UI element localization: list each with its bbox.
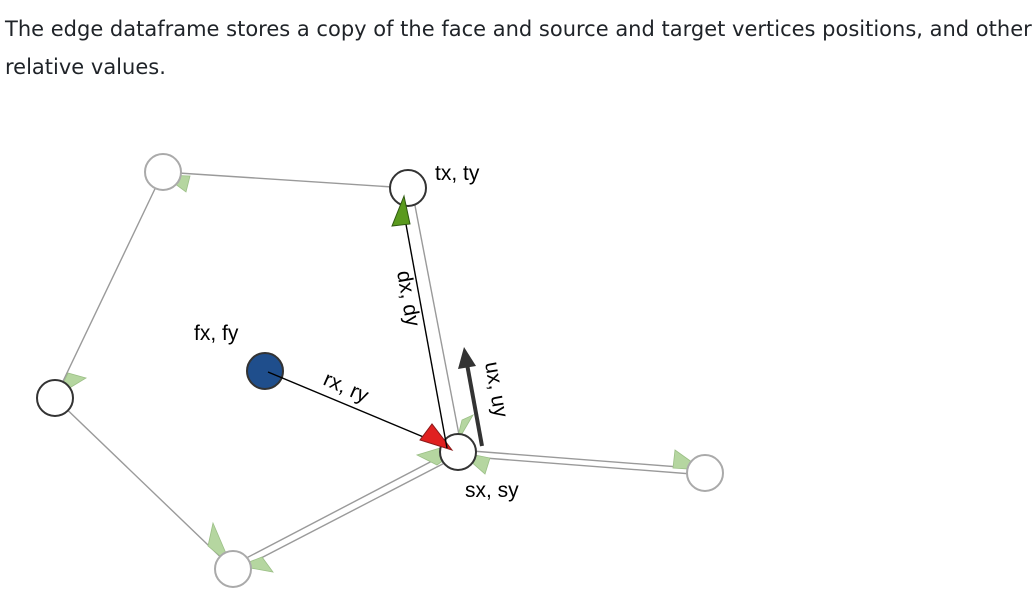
faded-arrowheads xyxy=(57,174,705,573)
vertex-right xyxy=(686,454,724,492)
label-target: tx, ty xyxy=(435,162,480,185)
label-edge-vector: dx, dy xyxy=(392,269,424,329)
edge-vector-arrowhead-icon xyxy=(391,194,411,227)
normal-vector-arrowhead-icon xyxy=(458,347,476,369)
vertex-bottom xyxy=(214,550,252,588)
arrowhead-icon xyxy=(237,556,274,573)
vertex-left xyxy=(36,379,74,417)
edge-opposite-half xyxy=(411,189,461,441)
label-face: fx, fy xyxy=(194,322,239,345)
edge-source-right-b xyxy=(458,455,706,476)
relative-vector-line xyxy=(267,371,446,447)
vertex-top-left xyxy=(144,153,182,191)
intro-paragraph: The edge dataframe stores a copy of the … xyxy=(5,10,1035,86)
edge-vector-line xyxy=(402,207,448,449)
label-normal: ux, uy xyxy=(480,360,512,420)
polygon-edges xyxy=(54,171,706,572)
label-source: sx, sy xyxy=(465,479,519,502)
vertex-source xyxy=(439,433,477,471)
relative-vector-arrowhead-icon xyxy=(419,423,454,451)
intro-line-2: relative values. xyxy=(5,55,166,79)
edge-left-to-top-left xyxy=(54,171,164,399)
vertices xyxy=(36,153,724,588)
face-center xyxy=(246,352,284,390)
intro-line-1: The edge dataframe stores a copy of the … xyxy=(5,17,1032,41)
edge-source-bottom-a xyxy=(232,447,458,566)
edge-top-left-to-top xyxy=(162,171,409,189)
edge-left-to-bottom xyxy=(54,397,234,570)
edge-source-right-a xyxy=(458,449,706,470)
edge-source-bottom-b xyxy=(235,454,461,572)
label-relative: rx, ry xyxy=(320,368,372,408)
normal-vector-line xyxy=(465,363,484,447)
vertex-target xyxy=(389,169,427,207)
